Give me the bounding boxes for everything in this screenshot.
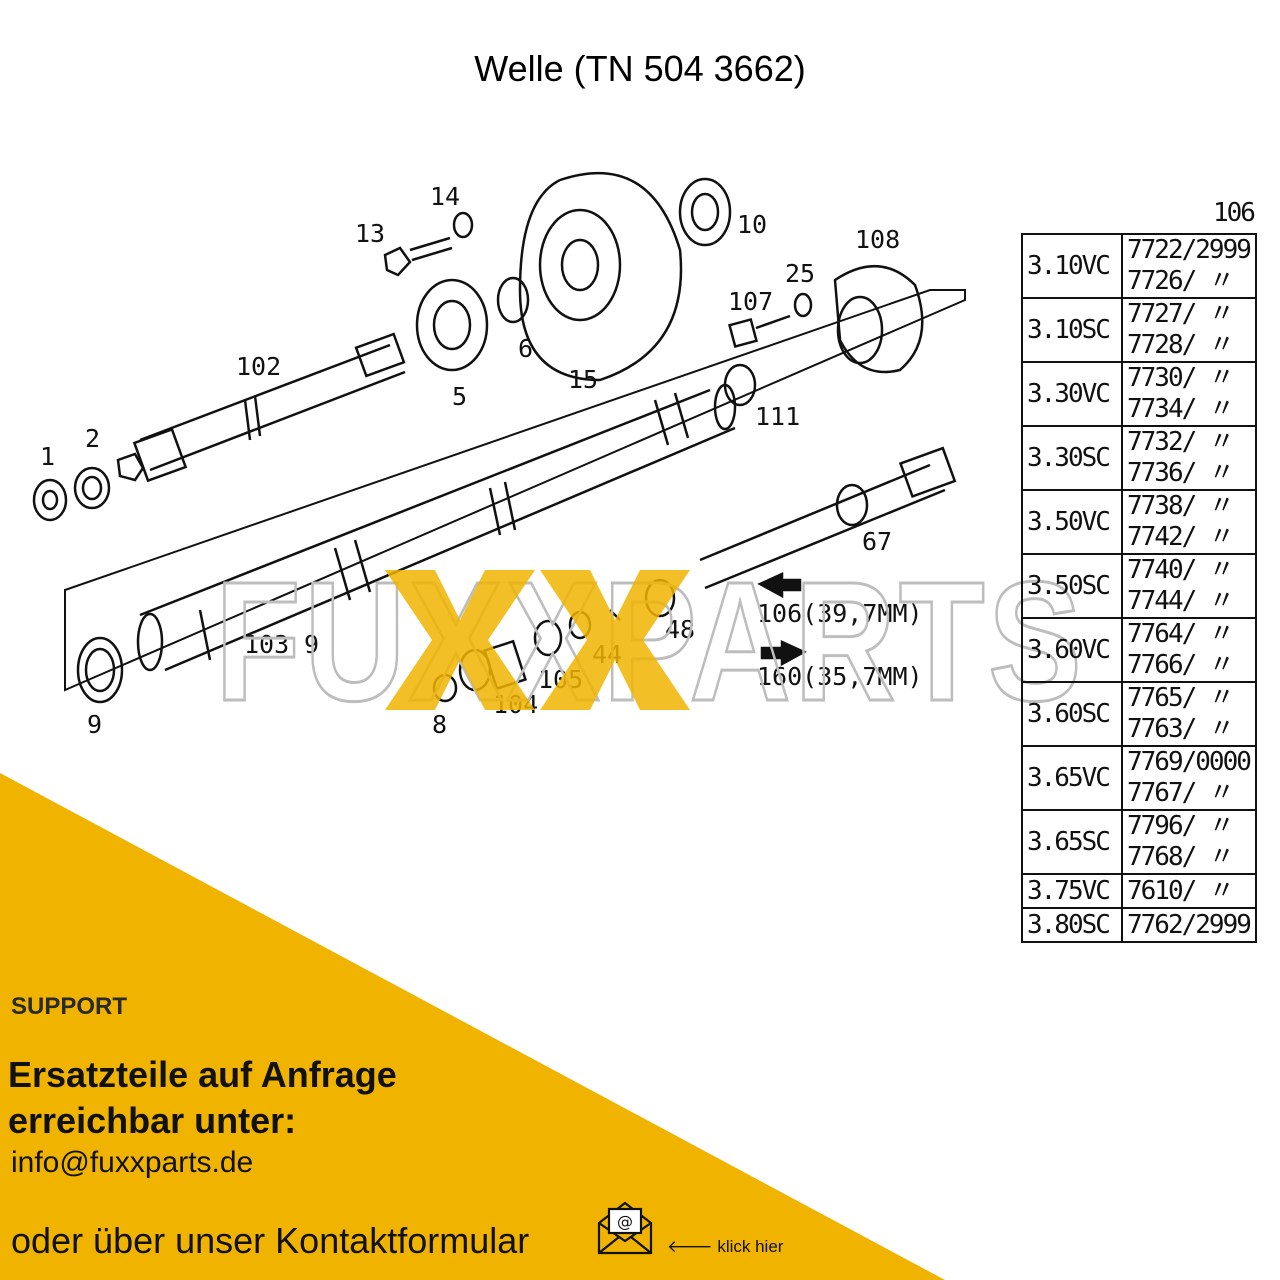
model-cell: 3.80SC — [1021, 907, 1123, 943]
callout-111: 111 — [755, 402, 800, 431]
callout-103: 103 — [244, 630, 289, 659]
support-label: SUPPORT — [11, 993, 128, 1020]
model-cell: 3.65VC — [1021, 745, 1123, 811]
table-row: 3.60VC 7764/ 〃7766/ 〃 — [1021, 617, 1257, 683]
model-cell: 3.30SC — [1021, 425, 1123, 491]
callout-102: 102 — [236, 352, 281, 381]
arrow-left-icon: 🡐 — [667, 1237, 718, 1256]
table-row: 3.65SC 7796/ 〃7768/ 〃 — [1021, 809, 1257, 875]
click-here-link[interactable]: 🡐 klick hier — [667, 1237, 784, 1256]
table-row: 3.10SC 7727/ 〃7728/ 〃 — [1021, 297, 1257, 363]
model-cell: 3.60SC — [1021, 681, 1123, 747]
codes-cell: 7740/ 〃7744/ 〃 — [1121, 553, 1257, 619]
codes-cell: 7796/ 〃7768/ 〃 — [1121, 809, 1257, 875]
page-title: Welle (TN 504 3662) — [474, 48, 806, 89]
model-cell: 3.10VC — [1021, 233, 1123, 299]
codes-cell: 7730/ 〃7734/ 〃 — [1121, 361, 1257, 427]
table-row: 3.80SC 7762/2999 — [1021, 907, 1257, 943]
support-heading-line1: Ersatzteile auf Anfrage — [8, 1054, 397, 1095]
contact-form-text: oder über unser Kontaktformular — [11, 1220, 530, 1261]
callout-6: 6 — [518, 334, 533, 363]
table-row: 3.50SC 7740/ 〃7744/ 〃 — [1021, 553, 1257, 619]
callout-107: 107 — [728, 287, 773, 316]
table-row: 3.30SC 7732/ 〃7736/ 〃 — [1021, 425, 1257, 491]
svg-text:@: @ — [617, 1212, 633, 1231]
callout-5: 5 — [452, 382, 467, 411]
table-row: 3.75VC 7610/ 〃 — [1021, 873, 1257, 909]
model-cell: 3.50SC — [1021, 553, 1123, 619]
model-cell: 3.60VC — [1021, 617, 1123, 683]
table-row: 3.60SC 7765/ 〃7763/ 〃 — [1021, 681, 1257, 747]
support-heading-line2: erreichbar unter: — [8, 1100, 297, 1141]
codes-cell: 7727/ 〃7728/ 〃 — [1121, 297, 1257, 363]
callout-1: 1 — [40, 442, 55, 471]
table-row: 3.30VC 7730/ 〃7734/ 〃 — [1021, 361, 1257, 427]
callout-13: 13 — [355, 219, 385, 248]
model-cell: 3.10SC — [1021, 297, 1123, 363]
callout-15: 15 — [568, 365, 598, 394]
callout-103-9: 9 — [304, 630, 319, 659]
codes-cell: 7732/ 〃7736/ 〃 — [1121, 425, 1257, 491]
model-cell: 3.65SC — [1021, 809, 1123, 875]
callout-25: 25 — [785, 259, 815, 288]
fuxxparts-watermark-logo: FUXXPARTS — [214, 565, 1083, 715]
model-cell: 3.30VC — [1021, 361, 1123, 427]
model-cell: 3.50VC — [1021, 489, 1123, 555]
callout-14: 14 — [430, 182, 460, 211]
callout-108: 108 — [855, 225, 900, 254]
codes-cell: 7610/ 〃 — [1121, 873, 1257, 909]
codes-cell: 7762/2999 — [1121, 907, 1257, 943]
callout-8: 8 — [432, 710, 447, 739]
codes-cell: 7765/ 〃7763/ 〃 — [1121, 681, 1257, 747]
callout-9: 9 — [87, 710, 102, 739]
callout-48: 48 — [665, 615, 695, 644]
size-label-106: 106(39,7MM) — [757, 599, 923, 628]
mail-icon[interactable]: @ — [597, 1199, 653, 1255]
codes-cell: 7764/ 〃7766/ 〃 — [1121, 617, 1257, 683]
table-row: 3.50VC 7738/ 〃7742/ 〃 — [1021, 489, 1257, 555]
table-column-header: 106 — [1213, 198, 1256, 228]
model-cell: 3.75VC — [1021, 873, 1123, 909]
codes-cell: 7738/ 〃7742/ 〃 — [1121, 489, 1257, 555]
callout-2: 2 — [85, 424, 100, 453]
support-email-link[interactable]: info@fuxxparts.de — [11, 1146, 254, 1179]
size-label-160: 160(35,7MM) — [757, 662, 923, 691]
support-heading: Ersatzteile auf Anfrage erreichbar unter… — [8, 1052, 397, 1144]
callout-67: 67 — [862, 527, 892, 556]
callout-10: 10 — [737, 210, 767, 239]
